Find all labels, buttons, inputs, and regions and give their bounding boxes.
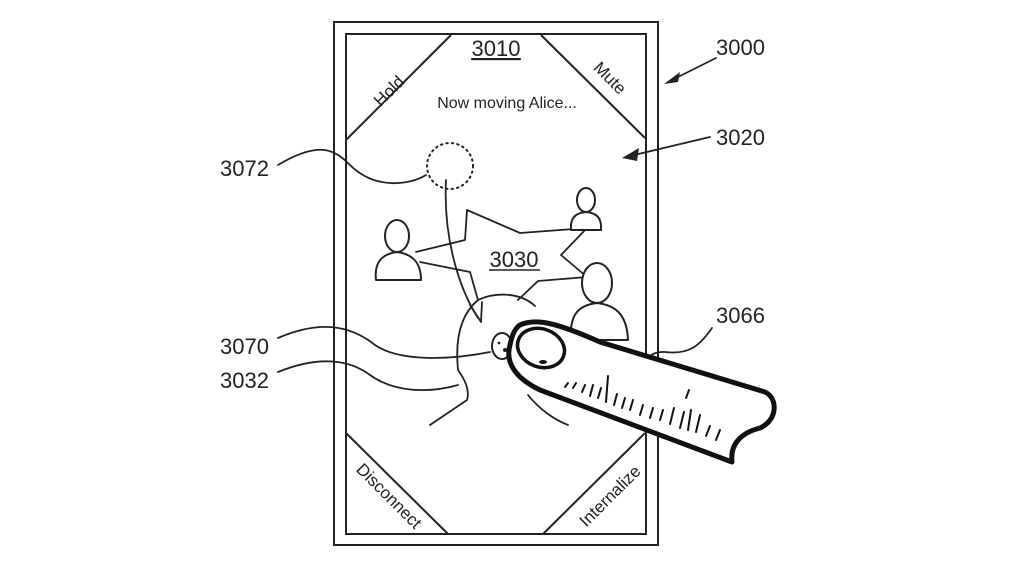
- target-drop-ref-label: 3072: [220, 156, 269, 181]
- hold-button-label: Hold: [370, 72, 408, 110]
- conference-shape: [415, 209, 588, 301]
- internalize-button-divider: [542, 432, 646, 535]
- status-text: Now moving Alice...: [437, 95, 577, 112]
- conference-ref-label: 3030: [490, 247, 539, 272]
- screen: [345, 33, 647, 535]
- moving-avatar-ref-label: 3070: [220, 334, 269, 359]
- participant-avatar-left[interactable]: [374, 219, 422, 281]
- screen-arrowhead-icon: [622, 148, 639, 161]
- disconnect-button-label: Disconnect: [352, 460, 425, 533]
- participant-leader: [277, 360, 459, 392]
- drag-path-arrow: [444, 179, 479, 319]
- mute-button[interactable]: Mute: [590, 58, 630, 98]
- drop-target-circle[interactable]: [426, 142, 474, 190]
- moving-avatar-leader: [277, 326, 491, 359]
- target-drop-leader: [277, 148, 427, 185]
- finger-illustration: [506, 319, 777, 465]
- participant-large-outline: [429, 293, 536, 426]
- device-ref-label: 3000: [716, 35, 765, 60]
- fingernail: [515, 326, 567, 370]
- finger-ref-label: 3066: [716, 303, 765, 328]
- hold-button[interactable]: Hold: [370, 72, 408, 110]
- screen-ref-label: 3020: [716, 125, 765, 150]
- title-ref-label: 3010: [472, 36, 521, 61]
- internalize-button[interactable]: Internalize: [576, 462, 645, 531]
- device-frame: [333, 21, 659, 546]
- disconnect-button[interactable]: Disconnect: [352, 460, 425, 533]
- participant-ref-label: 3032: [220, 368, 269, 393]
- mute-button-divider: [540, 34, 646, 139]
- disconnect-button-divider: [345, 432, 449, 535]
- participant-avatar-top-right[interactable]: [569, 187, 603, 231]
- participant-large-shoulder: [527, 394, 569, 426]
- participant-avatar-right[interactable]: [569, 262, 629, 341]
- mute-button-label: Mute: [590, 58, 630, 98]
- hold-button-divider: [345, 34, 452, 141]
- drag-arrowhead-icon: [469, 301, 483, 323]
- internalize-button-label: Internalize: [576, 462, 645, 531]
- screen-ref-arrow: [625, 136, 711, 158]
- device-arrowhead-icon: [664, 72, 680, 84]
